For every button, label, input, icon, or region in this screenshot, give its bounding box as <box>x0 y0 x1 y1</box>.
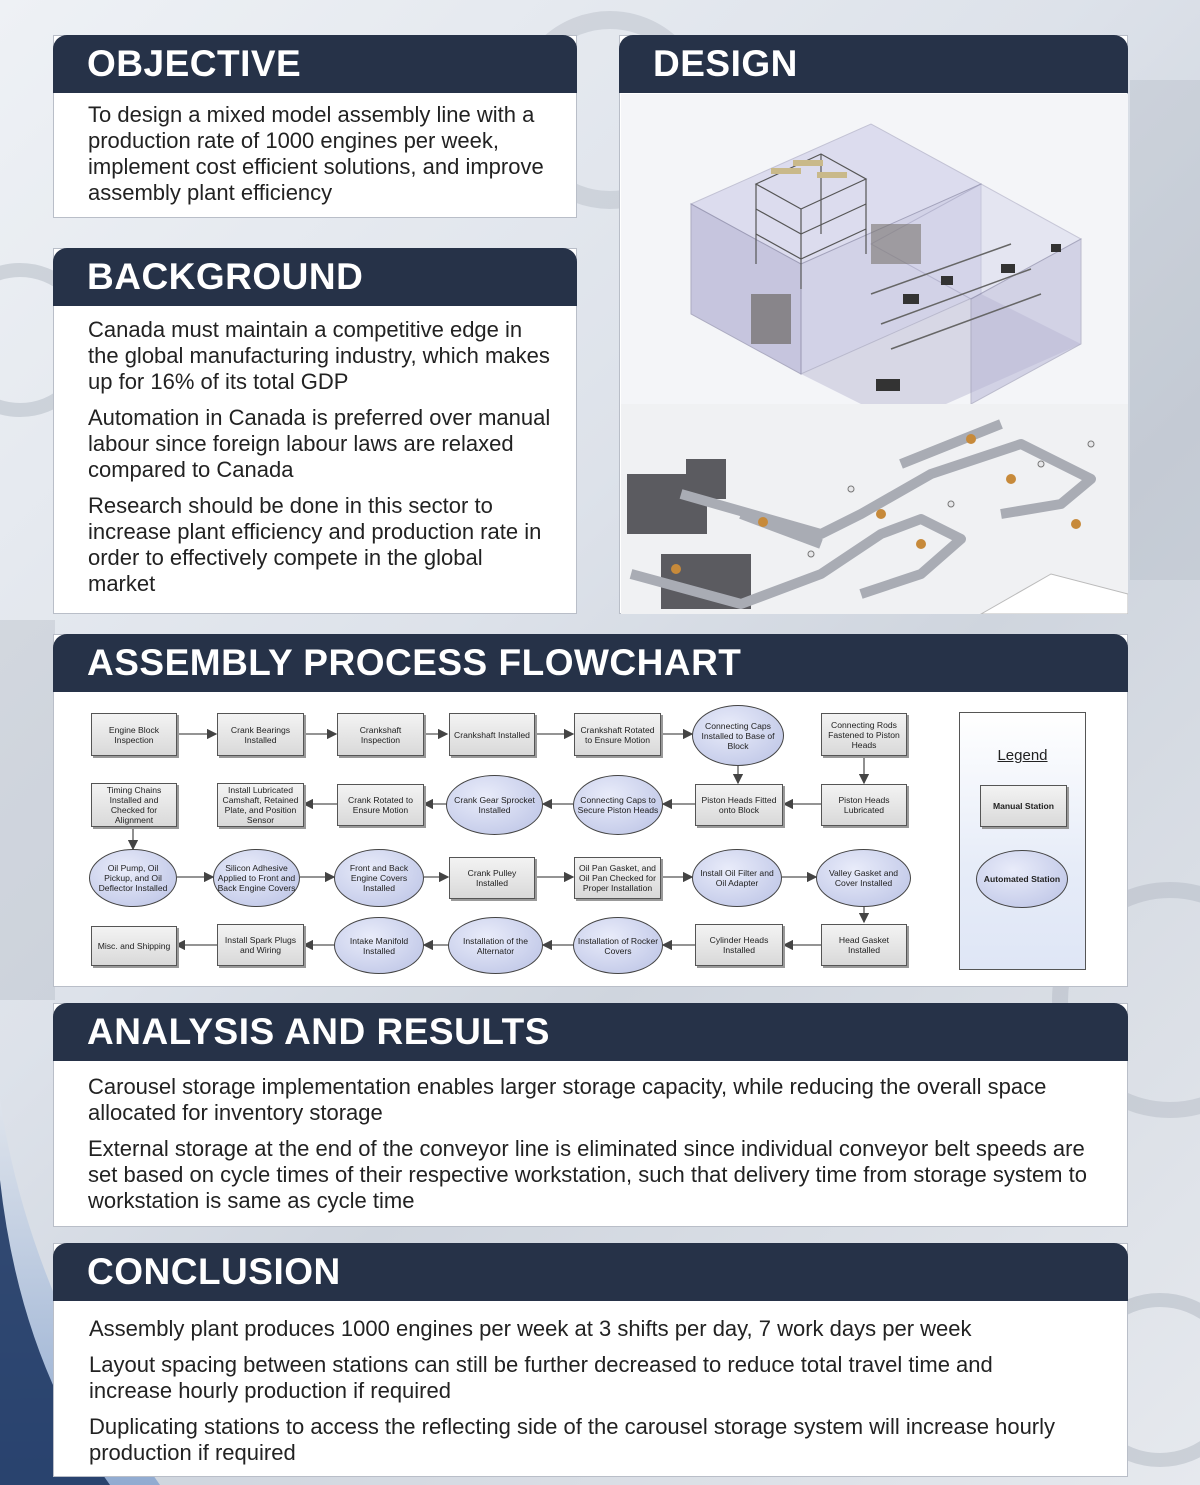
automated-station: Install Oil Filter and Oil Adapter <box>692 849 782 907</box>
manual-station: Crankshaft Installed <box>449 713 535 756</box>
manual-station: Oil Pan Gasket, and Oil Pan Checked for … <box>574 857 661 899</box>
background-paragraph: Automation in Canada is preferred over m… <box>88 405 551 482</box>
manual-station: Connecting Rods Fastened to Piston Heads <box>821 713 907 756</box>
analysis-paragraph: External storage at the end of the conve… <box>88 1136 1087 1213</box>
flowchart-legend: Legend Manual Station Automated Station <box>959 712 1086 970</box>
objective-panel: OBJECTIVE To design a mixed model assemb… <box>53 35 577 218</box>
flowchart-arrows <box>127 728 870 951</box>
background-paragraph: Canada must maintain a competitive edge … <box>88 317 550 394</box>
manual-station: Install Lubricated Camshaft, Retained Pl… <box>217 783 304 827</box>
manual-station: Timing Chains Installed and Checked for … <box>91 783 177 827</box>
manual-station: Engine Block Inspection <box>91 713 177 756</box>
legend-automated-station: Automated Station <box>976 850 1068 908</box>
objective-text: To design a mixed model assembly line wi… <box>88 102 544 205</box>
manual-station: Crank Rotated to Ensure Motion <box>337 784 424 826</box>
background-title: BACKGROUND <box>53 248 577 306</box>
automated-station: Front and Back Engine Covers Installed <box>334 849 424 907</box>
manual-station: Crank Bearings Installed <box>217 713 304 756</box>
manual-station: Head Gasket Installed <box>821 924 907 966</box>
automated-station: Installation of Rocker Covers <box>573 917 663 974</box>
background-panel: BACKGROUND Canada must maintain a compet… <box>53 248 577 614</box>
automated-station: Crank Gear Sprocket Installed <box>446 775 543 835</box>
manual-station: Crank Pulley Installed <box>449 857 535 899</box>
analysis-panel: ANALYSIS AND RESULTS Carousel storage im… <box>53 1003 1128 1227</box>
analysis-paragraph: Carousel storage implementation enables … <box>88 1074 1047 1125</box>
conclusion-panel: CONCLUSION Assembly plant produces 1000 … <box>53 1243 1128 1477</box>
analysis-title: ANALYSIS AND RESULTS <box>53 1003 1128 1061</box>
flowchart-panel: ASSEMBLY PROCESS FLOWCHART <box>53 634 1128 987</box>
conclusion-paragraph: Assembly plant produces 1000 engines per… <box>89 1316 972 1341</box>
manual-station: Piston Heads Fitted onto Block <box>695 784 783 826</box>
automated-station: Installation of the Alternator <box>448 917 543 974</box>
manual-station: Cylinder Heads Installed <box>695 924 783 966</box>
automated-station: Silicon Adhesive Applied to Front and Ba… <box>213 849 300 907</box>
analysis-text: Carousel storage implementation enables … <box>88 1074 1113 1224</box>
background-text: Canada must maintain a competitive edge … <box>88 317 552 607</box>
automated-station: Intake Manifold Installed <box>334 917 424 974</box>
manual-station: Crankshaft Rotated to Ensure Motion <box>574 713 661 756</box>
conclusion-title: CONCLUSION <box>53 1243 1128 1301</box>
conclusion-paragraph: Layout spacing between stations can stil… <box>89 1352 993 1403</box>
manual-station: Crankshaft Inspection <box>337 713 424 756</box>
legend-title: Legend <box>997 747 1048 764</box>
design-panel: DESIGN <box>619 35 1128 614</box>
manual-station: Piston Heads Lubricated <box>821 784 907 826</box>
objective-title: OBJECTIVE <box>53 35 577 93</box>
conclusion-paragraph: Duplicating stations to access the refle… <box>89 1414 1056 1465</box>
conclusion-text: Assembly plant produces 1000 engines per… <box>89 1316 1067 1476</box>
design-title: DESIGN <box>619 35 1128 93</box>
automated-station: Connecting Caps to Secure Piston Heads <box>573 775 663 835</box>
automated-station: Connecting Caps Installed to Base of Blo… <box>692 705 784 766</box>
plant-isometric-render <box>621 94 1128 404</box>
assembly-line-render <box>621 404 1128 614</box>
manual-station: Install Spark Plugs and Wiring <box>217 924 304 966</box>
legend-manual-station: Manual Station <box>980 785 1067 827</box>
manual-station: Misc. and Shipping <box>91 926 177 966</box>
flowchart-title: ASSEMBLY PROCESS FLOWCHART <box>53 634 1128 692</box>
automated-station: Valley Gasket and Cover Installed <box>816 849 911 907</box>
automated-station: Oil Pump, Oil Pickup, and Oil Deflector … <box>89 849 177 907</box>
background-paragraph: Research should be done in this sector t… <box>88 493 542 596</box>
